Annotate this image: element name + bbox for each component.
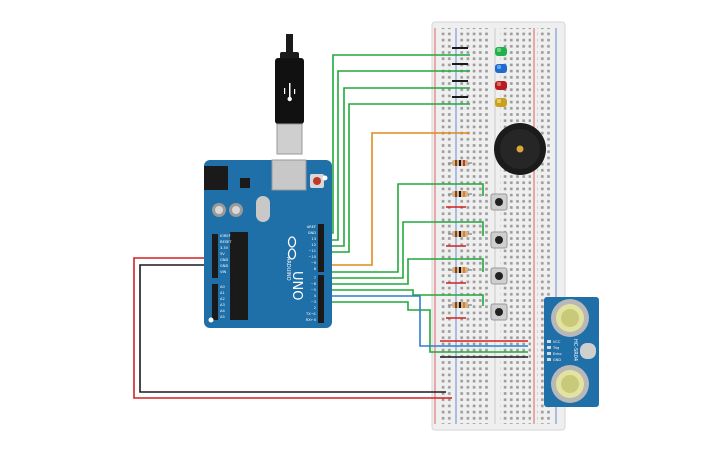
pin-label: GND: [220, 258, 228, 262]
pin-label: GND: [220, 264, 228, 268]
power-header: [212, 234, 218, 278]
power-pin-labels: IOREF RESET 3.3V 5V GND GND VIN: [220, 234, 232, 274]
pin-label: A5: [220, 315, 225, 319]
pin-label: 4: [314, 294, 317, 298]
terminal-strip-left: [458, 28, 489, 424]
pin-label: ~9: [311, 261, 317, 265]
digital-header-bottom: [318, 275, 324, 323]
pin-label: GND: [308, 231, 316, 235]
pin-label: IOREF: [220, 234, 231, 238]
push-button-4[interactable]: [490, 303, 508, 321]
wire-green: [322, 289, 484, 306]
digital-pin-labels-bottom: 7 ~6 ~5 4 ~3 2 TX→1 RX←0: [305, 276, 317, 322]
led-green[interactable]: [495, 47, 507, 56]
voltage-regulator: [240, 178, 250, 188]
push-buttons: [490, 193, 508, 321]
wire-green: [322, 87, 470, 247]
usb-icon: [284, 83, 296, 102]
push-button-3[interactable]: [490, 267, 508, 285]
analog-header: [212, 284, 218, 320]
resistor: [448, 191, 472, 197]
wire-black-gnd: [139, 264, 446, 393]
pin-label: A4: [220, 309, 225, 313]
sensor-transducer-top: [551, 299, 589, 337]
pin-label: RESET: [220, 240, 232, 244]
microcontroller-chip: [230, 232, 248, 320]
sensor-model-label: HC-SR04: [572, 339, 578, 361]
sensor-pin-label: Echo: [553, 352, 562, 356]
resistor: [448, 231, 472, 237]
arduino-logo: [287, 236, 297, 260]
pin-label: 3.3V: [220, 246, 229, 250]
power-rail-left: [439, 28, 453, 424]
push-button-1[interactable]: [490, 193, 508, 211]
digital-pin-labels-top: AREF GND 13 12 ~11 ~10 ~9 8: [307, 225, 317, 271]
sensor-crystal: [580, 343, 596, 359]
pin-label: AREF: [307, 225, 316, 229]
led-yellow[interactable]: [495, 98, 507, 107]
piezo-buzzer[interactable]: [494, 123, 546, 175]
sensor-pin-label: Trig: [552, 346, 559, 350]
pin-label: 12: [311, 243, 316, 247]
sensor-pin-label: VCC: [553, 340, 561, 344]
pin-label: A0: [220, 285, 225, 289]
resistor: [448, 302, 472, 308]
arduino-model: UNO: [289, 271, 304, 300]
sensor-pins: [547, 340, 551, 361]
pin-label: A2: [220, 297, 225, 301]
pin-label: A3: [220, 303, 225, 307]
ultrasonic-sensor[interactable]: VCC Trig Echo GND HC-SR04: [544, 297, 599, 407]
pin-label: ~3: [311, 300, 316, 304]
mounting-hole: [208, 317, 214, 323]
wire-red-5v: [133, 257, 452, 399]
sensor-pin-label: GND: [553, 358, 561, 362]
arduino-brand: ARDUINO: [285, 257, 291, 281]
pin-label: ~10: [308, 255, 316, 259]
usb-cable-wire: [286, 34, 293, 58]
power-jack: [204, 166, 228, 190]
wire-green: [322, 221, 484, 279]
pin-label: 8: [314, 267, 317, 271]
wire-green: [322, 183, 484, 273]
pin-label: RX←0: [306, 318, 317, 322]
wire-green: [322, 301, 528, 353]
led-red[interactable]: [495, 81, 507, 90]
center-channel: [494, 28, 496, 424]
digital-header-top: [318, 224, 324, 272]
mounting-hole: [322, 175, 328, 181]
arduino-uno[interactable]: ARDUINO UNO IOREF RESET 3.3V 5V GND GND …: [204, 159, 332, 328]
terminal-strip-right: [500, 28, 531, 424]
analog-pin-labels: A0 A1 A2 A3 A4 A5: [220, 285, 225, 319]
pin-label: ~5: [311, 288, 316, 292]
pin-label: 13: [311, 237, 316, 241]
wire-blue: [322, 295, 528, 347]
pin-label: 2: [314, 306, 316, 310]
crystal-oscillator: [256, 196, 270, 222]
pin-label: VIN: [220, 270, 227, 274]
led-blue[interactable]: [495, 64, 507, 73]
button-red-jumpers: [446, 206, 466, 319]
wire-green: [322, 103, 470, 253]
pin-label: ~11: [308, 249, 316, 253]
green-wires: [322, 54, 528, 353]
usb-port: [271, 159, 307, 191]
reset-button-cap: [313, 177, 321, 185]
push-button-2[interactable]: [490, 231, 508, 249]
pin-label: ~6: [311, 282, 317, 286]
usb-connector: [276, 123, 303, 155]
wire-orange: [322, 132, 470, 266]
resistors: [448, 160, 472, 308]
pin-label: 5V: [220, 252, 225, 256]
pin-label: 7: [314, 276, 316, 280]
pin-label: TX→1: [305, 312, 316, 316]
resistor: [448, 160, 472, 166]
led-group: [452, 47, 507, 107]
pin-label: A1: [220, 291, 225, 295]
wire-green: [322, 258, 484, 285]
usb-cable: [275, 34, 304, 155]
resistor: [448, 267, 472, 273]
sensor-transducer-bottom: [551, 365, 589, 403]
